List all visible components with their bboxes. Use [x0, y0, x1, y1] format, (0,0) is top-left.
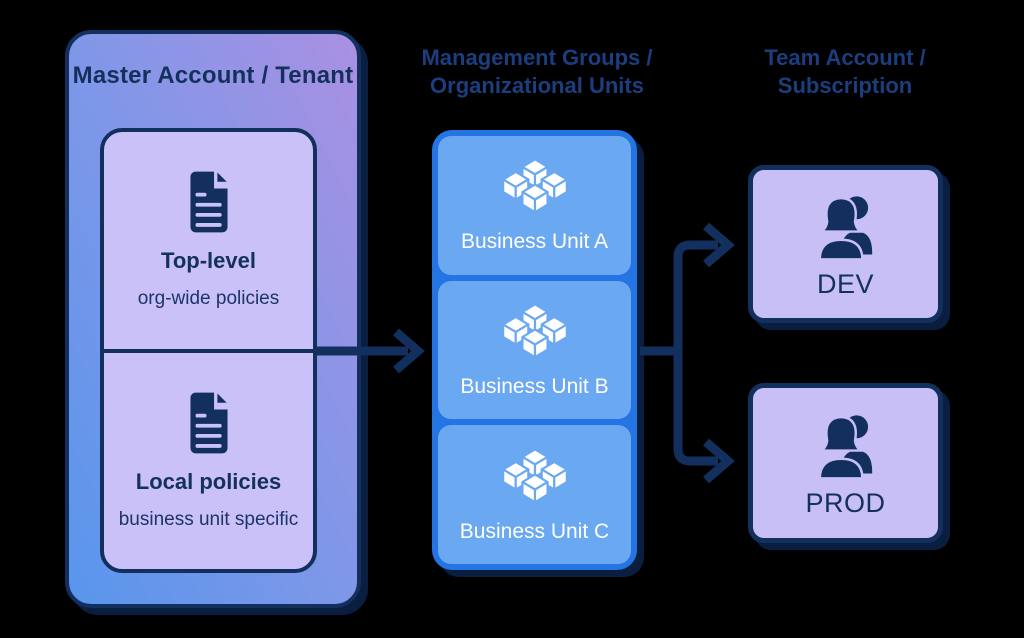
policy-title: Local policies: [135, 468, 282, 494]
policy-cell-local: Local policies business unit specific: [104, 353, 313, 570]
business-unit-cell-b: Business Unit B: [438, 280, 631, 420]
business-unit-label: Business Unit A: [460, 230, 609, 254]
master-tenant-title: Master Account / Tenant: [72, 62, 354, 89]
team-icon: [804, 408, 888, 480]
cubes-icon: [499, 446, 571, 508]
business-unit-cell-c: Business Unit C: [438, 425, 631, 565]
team-icon: [804, 189, 888, 261]
header-line: Subscription: [777, 73, 913, 98]
account-label: PROD: [805, 487, 886, 518]
team-account-header: Team Account / Subscription: [745, 44, 945, 100]
prod-account-box: PROD: [748, 383, 943, 543]
groups-to-accounts-connector: [640, 222, 735, 484]
document-icon: [182, 391, 236, 455]
account-label: DEV: [816, 268, 875, 299]
header-line: Organizational Units: [430, 73, 644, 98]
cubes-icon: [499, 156, 571, 218]
dev-account-box: DEV: [748, 165, 943, 323]
header-line: Team Account /: [764, 45, 926, 70]
management-groups-header: Management Groups / Organizational Units: [392, 44, 682, 100]
org-units-column: Business Unit A Business Unit B Business…: [432, 130, 637, 570]
business-unit-label: Business Unit B: [460, 375, 609, 398]
business-unit-cell-a: Business Unit A: [438, 136, 631, 275]
policy-title: Top-level: [161, 248, 256, 274]
document-icon: [182, 170, 236, 234]
master-tenant-panel: Master Account / Tenant Top-level org-wi…: [65, 30, 361, 608]
business-unit-label: Business Unit C: [459, 519, 610, 543]
policy-subtitle: business unit specific: [118, 508, 299, 530]
policies-container: Top-level org-wide policies Local polici…: [100, 128, 317, 573]
policy-subtitle: org-wide policies: [137, 288, 280, 310]
policy-cell-top-level: Top-level org-wide policies: [104, 132, 313, 353]
cubes-icon: [499, 301, 571, 363]
header-line: Management Groups /: [421, 45, 653, 70]
